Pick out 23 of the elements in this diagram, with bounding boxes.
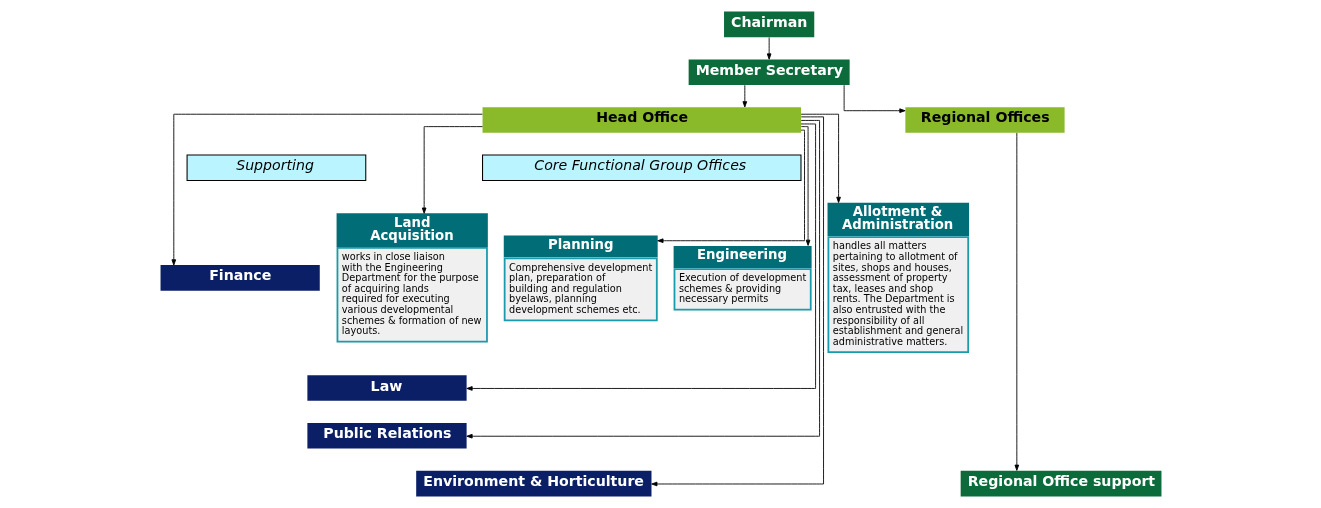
node-box: Regional Office support xyxy=(960,470,1161,497)
arrow xyxy=(800,113,841,203)
node-box: Finance xyxy=(160,265,320,291)
arrow xyxy=(742,84,747,108)
arrow xyxy=(650,116,824,487)
node-box: Law xyxy=(306,375,467,401)
node-box: Member Secretary xyxy=(688,59,850,86)
node-box: Environment & Horticulture xyxy=(415,470,651,497)
arrow xyxy=(465,123,816,391)
arrow xyxy=(465,120,820,439)
node-box: Public Relations xyxy=(306,422,467,449)
arrow xyxy=(1014,132,1019,471)
node-box: Head Office xyxy=(482,107,801,133)
node-box: Supporting xyxy=(186,154,366,182)
node-box: Core Functional Group Offices xyxy=(481,154,801,182)
arrow xyxy=(766,37,771,60)
arrow xyxy=(843,84,906,113)
node-box: Regional Offices xyxy=(904,107,1065,133)
arrow xyxy=(800,126,810,246)
node-box: Chairman xyxy=(723,11,814,38)
arrow xyxy=(421,126,483,214)
arrow xyxy=(171,113,483,266)
arrow xyxy=(656,129,805,244)
